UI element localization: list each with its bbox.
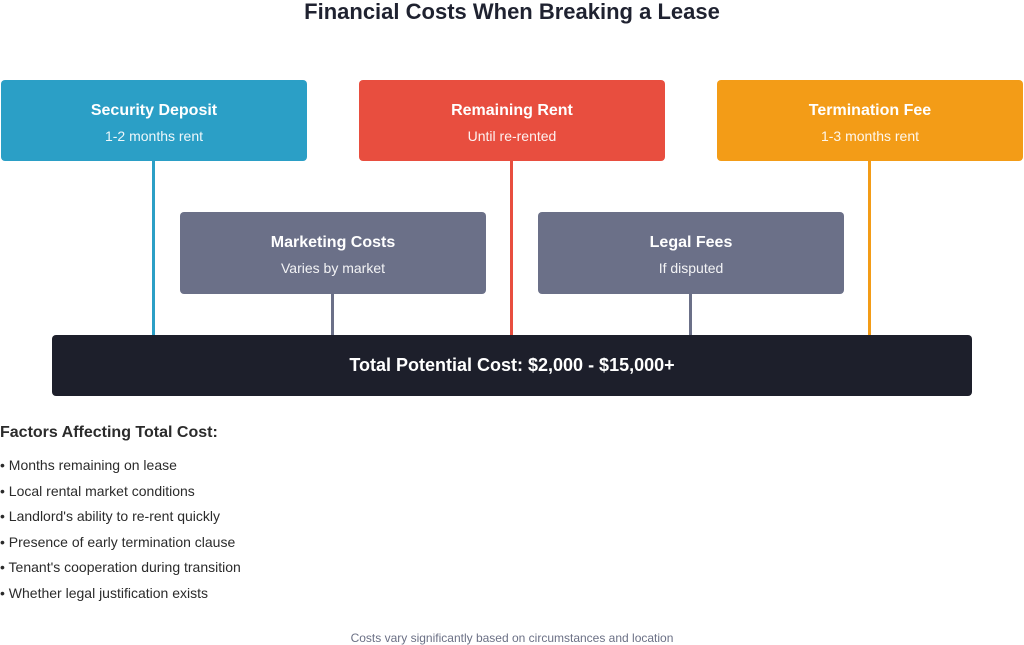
footer-note: Costs vary significantly based on circum… <box>350 631 674 645</box>
termination-fee-box: Termination Fee 1-3 months rent <box>717 80 1023 161</box>
remaining-rent-box: Remaining Rent Until re-rented <box>359 80 665 161</box>
list-item: Tenant's cooperation during transition <box>0 555 241 581</box>
connector-termination-fee <box>868 160 871 336</box>
factors-list: Months remaining on lease Local rental m… <box>0 453 241 607</box>
factors-section: Factors Affecting Total Cost: Months rem… <box>0 423 241 607</box>
list-item: Landlord's ability to re-rent quickly <box>0 504 241 530</box>
box-subtitle: 1-3 months rent <box>820 128 920 144</box>
box-title: Legal Fees <box>649 234 733 251</box>
total-cost-bar: Total Potential Cost: $2,000 - $15,000+ <box>52 335 972 396</box>
box-subtitle: If disputed <box>658 260 724 276</box>
diagram-title: Financial Costs When Breaking a Lease <box>304 0 720 24</box>
legal-fees-box: Legal Fees If disputed <box>538 212 844 294</box>
connector-marketing-costs <box>331 293 334 336</box>
box-title: Security Deposit <box>90 102 218 119</box>
factors-heading: Factors Affecting Total Cost: <box>0 424 218 441</box>
list-item: Whether legal justification exists <box>0 581 241 607</box>
box-title: Remaining Rent <box>451 102 573 119</box>
security-deposit-box: Security Deposit 1-2 months rent <box>1 80 307 161</box>
box-subtitle: 1-2 months rent <box>104 128 204 144</box>
connector-legal-fees <box>689 293 692 336</box>
box-subtitle: Until re-rented <box>467 128 557 144</box>
box-subtitle: Varies by market <box>281 260 385 276</box>
list-item: Presence of early termination clause <box>0 530 241 556</box>
total-cost-label: Total Potential Cost: $2,000 - $15,000+ <box>349 355 675 375</box>
box-title: Marketing Costs <box>270 234 396 251</box>
box-title: Termination Fee <box>808 102 932 119</box>
connector-security-deposit <box>152 160 155 336</box>
marketing-costs-box: Marketing Costs Varies by market <box>180 212 486 294</box>
list-item: Local rental market conditions <box>0 479 241 505</box>
connector-remaining-rent <box>510 160 513 336</box>
list-item: Months remaining on lease <box>0 453 241 479</box>
